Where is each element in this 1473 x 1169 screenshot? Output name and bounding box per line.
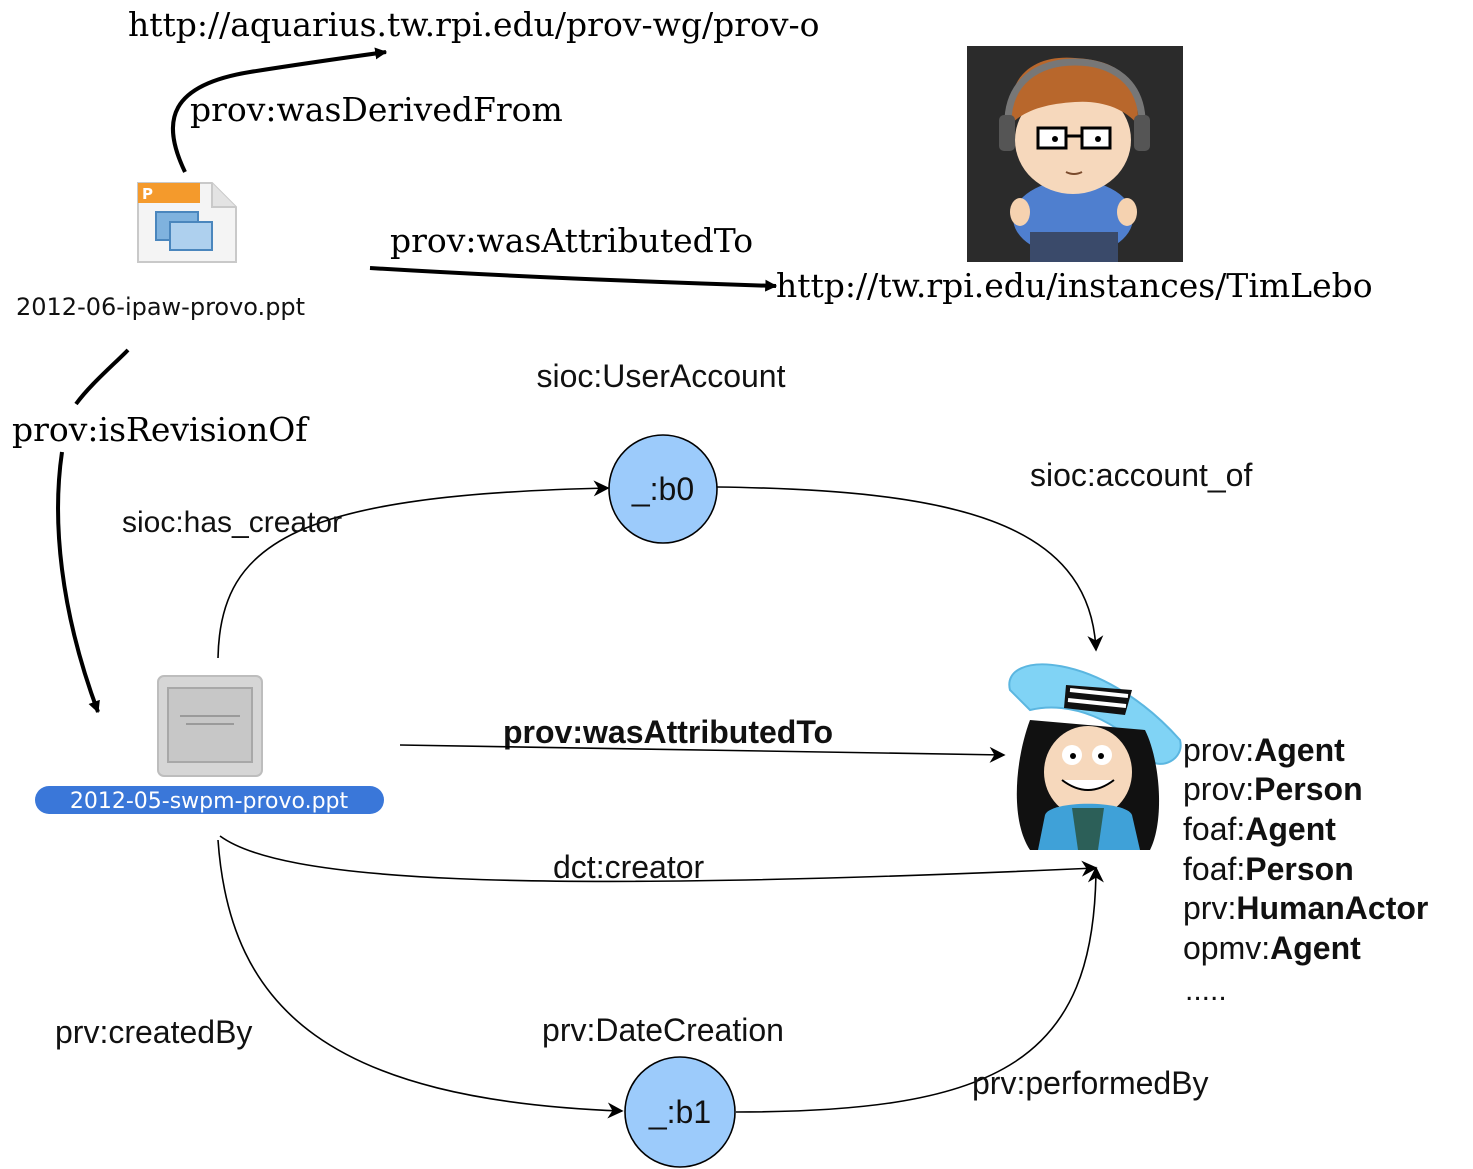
file-selection-highlight bbox=[35, 786, 384, 814]
prov-o-uri: http://aquarius.tw.rpi.edu/prov-wg/prov-… bbox=[128, 5, 820, 44]
performed-by-arrow bbox=[735, 866, 1104, 1113]
blank-node-b0 bbox=[608, 434, 718, 544]
blank-node-b1 bbox=[624, 1056, 736, 1168]
slide-file-icon bbox=[157, 675, 263, 777]
dct-creator-label: dct:creator bbox=[553, 849, 705, 885]
blank-node-b0-label: _:b0 bbox=[631, 471, 694, 507]
has-creator-arrow bbox=[217, 480, 610, 659]
agent-type-item: prov:Agent bbox=[1183, 732, 1345, 768]
file-label-2012-06: 2012-06-ipaw-provo.ppt bbox=[16, 293, 305, 321]
was-attributed-to-arrow bbox=[369, 266, 778, 292]
ppt-file-icon: P bbox=[137, 182, 237, 263]
svg-text:P: P bbox=[142, 185, 153, 203]
agent-types-ellipsis: ..... bbox=[1185, 974, 1227, 1007]
is-revision-of-arrow-start bbox=[74, 348, 130, 406]
performed-by-label: prv:performedBy bbox=[972, 1065, 1209, 1101]
created-by-label: prv:createdBy bbox=[55, 1014, 252, 1050]
blank-node-b1-label: _:b1 bbox=[648, 1094, 711, 1130]
is-revision-of-label: prov:isRevisionOf bbox=[12, 410, 310, 449]
created-by-arrow bbox=[217, 839, 624, 1119]
account-of-arrow bbox=[716, 486, 1104, 652]
dct-creator-arrow bbox=[219, 835, 1098, 883]
agent-type-item: opmv:Agent bbox=[1183, 930, 1361, 966]
agent-type-item: prv:HumanActor bbox=[1183, 890, 1428, 926]
was-attributed-to-bold-arrow bbox=[399, 744, 1006, 763]
agent-type-item: foaf:Agent bbox=[1183, 811, 1336, 847]
tim-lebo-avatar bbox=[967, 46, 1183, 262]
was-attributed-to-bold-label: prov:wasAttributedTo bbox=[503, 714, 833, 750]
agent-character-icon bbox=[1008, 663, 1182, 850]
agent-type-item: foaf:Person bbox=[1183, 851, 1354, 887]
agent-type-item: prov:Person bbox=[1183, 771, 1363, 807]
was-derived-from-label: prov:wasDerivedFrom bbox=[190, 90, 563, 129]
was-attributed-to-label: prov:wasAttributedTo bbox=[390, 221, 753, 260]
user-account-type-label: sioc:UserAccount bbox=[537, 358, 786, 394]
is-revision-of-arrow bbox=[56, 451, 100, 714]
account-of-label: sioc:account_of bbox=[1030, 457, 1252, 493]
was-derived-from-arrow bbox=[170, 47, 388, 173]
has-creator-label: sioc:has_creator bbox=[122, 506, 342, 539]
file-label-2012-05: 2012-05-swpm-provo.ppt bbox=[70, 789, 349, 814]
timlebo-uri: http://tw.rpi.edu/instances/TimLebo bbox=[776, 266, 1373, 305]
agent-types-list: prov:Agent prov:Person foaf:Agent foaf:P… bbox=[1183, 732, 1428, 1007]
date-creation-type-label: prv:DateCreation bbox=[542, 1012, 784, 1048]
